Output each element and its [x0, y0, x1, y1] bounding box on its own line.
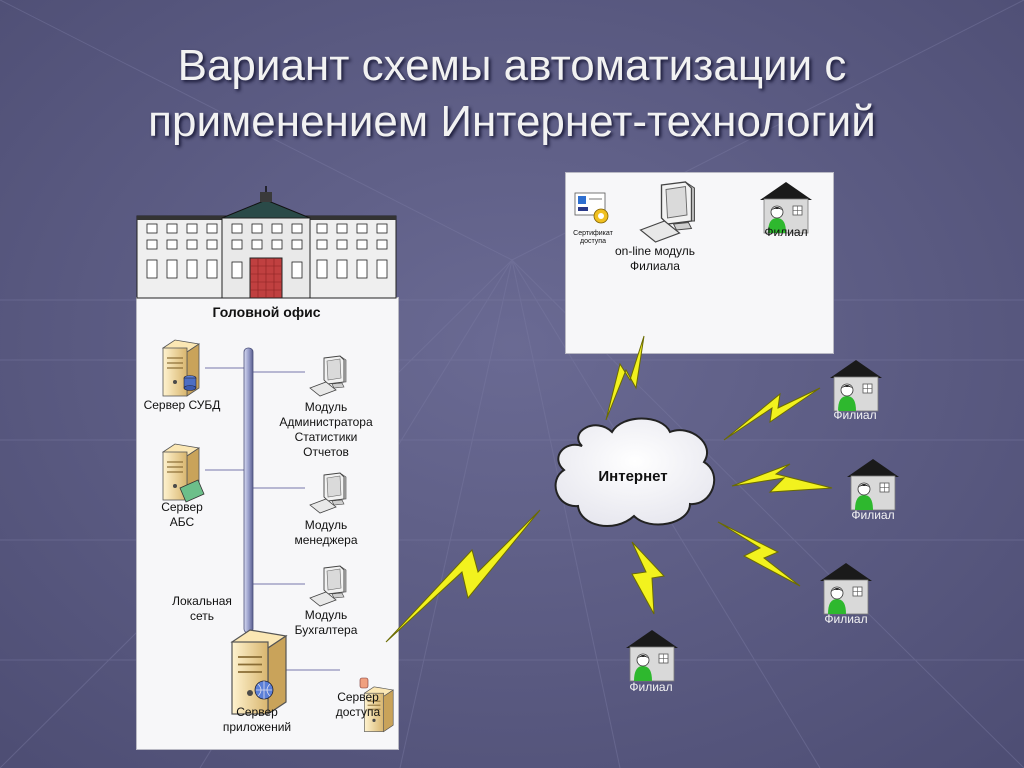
database-icon	[183, 375, 197, 391]
certificate-icon	[574, 192, 609, 224]
app-server-label: Сервер приложений	[212, 705, 302, 735]
head-office-title: Головной офис	[212, 304, 321, 320]
lan-label-line-1: Локальная	[172, 594, 232, 608]
lightning-internet-online-branch	[605, 335, 645, 421]
online-branch-label: Филиал	[764, 225, 808, 239]
lan-bus	[243, 347, 254, 634]
admin-module-label-line-2: Администратора	[279, 415, 373, 429]
accounting-module-label: Модуль Бухгалтера	[276, 608, 376, 638]
online-module-label-line-1: on-line модуль	[614, 244, 695, 258]
branch-label-3: Филиал	[824, 612, 868, 626]
admin-module-label-line-4: Отчетов	[303, 445, 349, 459]
branch-label-1: Филиал	[833, 408, 877, 422]
accounting-workstation-icon	[309, 565, 347, 607]
lan-label: Локальная сеть	[157, 594, 247, 624]
branch-house-icon-2	[846, 458, 900, 511]
lightning-internet-branch-4	[631, 541, 666, 615]
access-server-label-line-1: Сервер	[337, 690, 379, 704]
accounting-module-label-line-2: Бухгалтера	[294, 623, 358, 637]
branch-label-4: Филиал	[629, 680, 673, 694]
abs-terminal-icon	[179, 479, 205, 503]
lightning-internet-branch-2	[731, 463, 833, 493]
head-office-building-icon	[136, 186, 397, 299]
branch-house-icon-1	[829, 359, 883, 412]
online-module-pc-icon	[639, 181, 696, 243]
lan-connections	[205, 367, 340, 671]
internet-cloud	[554, 417, 716, 528]
certificate-label-line-1: Сертификат	[573, 230, 613, 237]
certificate-label: Сертификат доступа	[568, 230, 618, 246]
admin-workstation-icon	[309, 355, 347, 397]
app-server-label-line-2: приложений	[222, 720, 292, 734]
abs-server-label: Сервер АБС	[142, 500, 222, 530]
slide-title-line-2: применением Интернет-технологий	[148, 97, 876, 146]
manager-workstation-icon	[309, 472, 347, 514]
manager-module-label-line-2: менеджера	[294, 533, 358, 547]
branch-house-icon-4	[625, 629, 679, 682]
accounting-module-label-line-1: Модуль	[304, 608, 348, 622]
abs-server-label-line-2: АБС	[169, 515, 195, 529]
admin-module-label-line-3: Статистики	[294, 430, 358, 444]
lan-label-line-2: сеть	[189, 609, 215, 623]
abs-server-label-line-1: Сервер	[161, 500, 203, 514]
lightning-internet-branch-1	[723, 387, 821, 441]
manager-module-label: Модуль менеджера	[276, 518, 376, 548]
app-server-label-line-1: Сервер	[236, 705, 278, 719]
slide-title-line-1: Вариант схемы автоматизации с	[177, 41, 847, 90]
online-module-label: on-line модуль Филиала	[600, 244, 710, 274]
lock-icon	[359, 677, 369, 689]
admin-module-label: Модуль Администратора Статистики Отчетов	[266, 400, 386, 460]
admin-module-label-line-1: Модуль	[304, 400, 348, 414]
manager-module-label-line-1: Модуль	[304, 518, 348, 532]
certificate-label-line-2: доступа	[580, 238, 606, 245]
access-server-label-line-2: доступа	[335, 705, 381, 719]
db-server-label: Сервер СУБД	[143, 398, 221, 412]
branch-house-icon-3	[819, 562, 873, 615]
app-server-icon	[231, 629, 287, 715]
internet-label: Интернет	[598, 468, 668, 485]
branch-label-2: Филиал	[851, 508, 895, 522]
slide-title: Вариант схемы автоматизации с применение…	[0, 38, 1024, 150]
lightning-office-internet	[385, 509, 541, 643]
online-module-label-line-2: Филиала	[630, 259, 680, 273]
lightning-internet-branch-3	[717, 521, 801, 587]
access-server-label: Сервер доступа	[318, 690, 398, 720]
